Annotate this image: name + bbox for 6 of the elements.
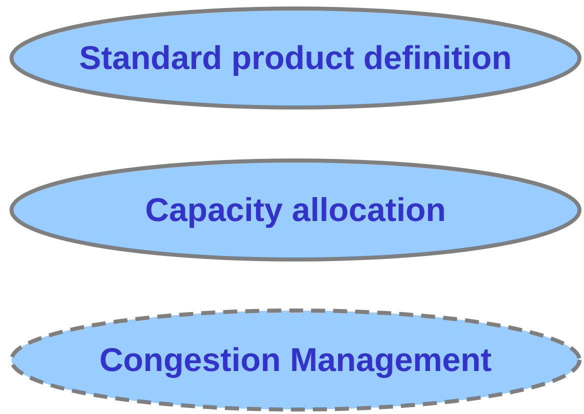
node-label: Standard product definition <box>79 38 512 78</box>
node-label: Capacity allocation <box>145 190 446 230</box>
process-ellipse <box>9 308 582 412</box>
process-ellipse <box>9 6 582 110</box>
node-label: Congestion Management <box>99 340 492 380</box>
process-ellipse <box>9 158 582 262</box>
